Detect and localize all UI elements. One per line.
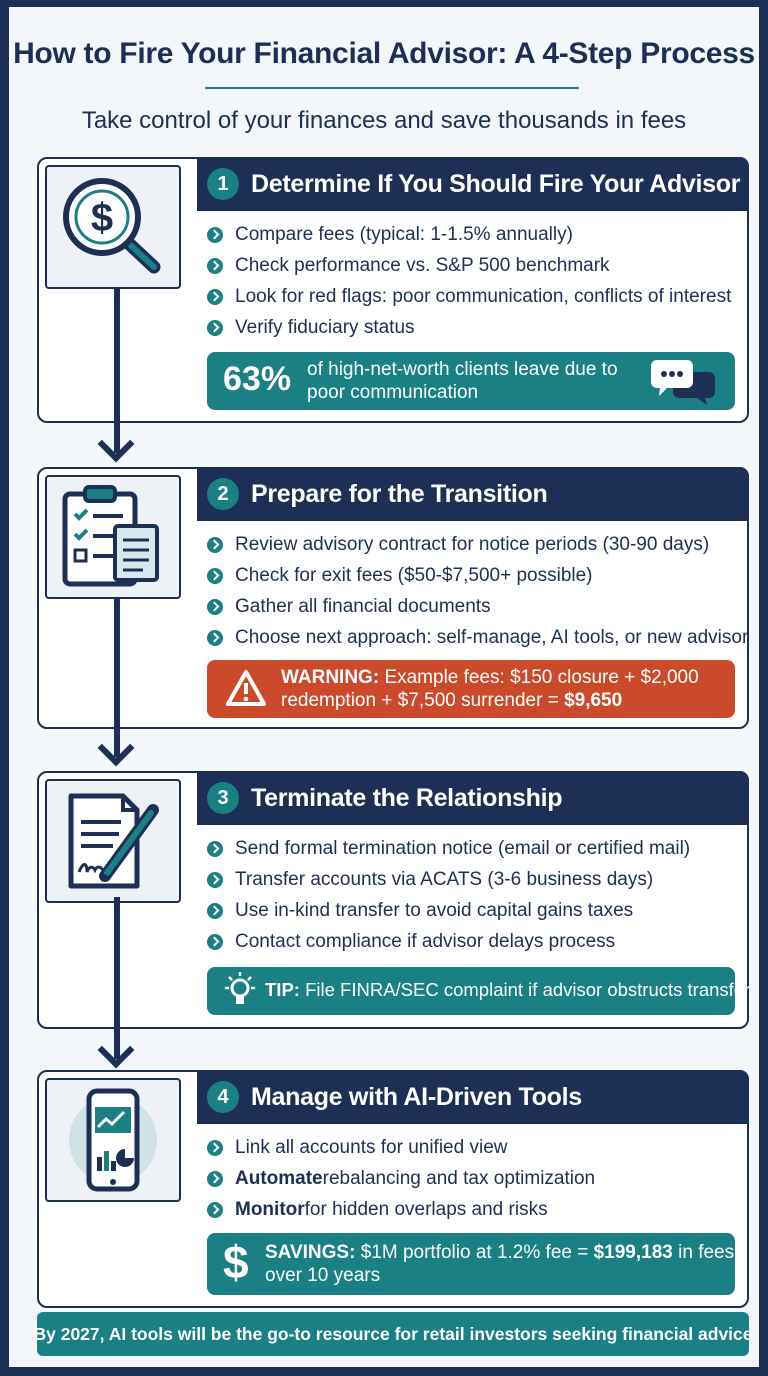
list-item: Send formal termination notice (email or…	[207, 833, 690, 864]
list-item: Monitor for hidden overlaps and risks	[207, 1194, 595, 1225]
list-item: Check performance vs. S&P 500 benchmark	[207, 250, 731, 281]
step-2-card: 2 Prepare for the Transition Review advi…	[37, 467, 749, 729]
infographic-page: How to Fire Your Financial Advisor: A 4-…	[6, 4, 762, 1370]
check-bullet-icon	[207, 933, 223, 950]
step-3-bullets: Send formal termination notice (email or…	[207, 833, 690, 957]
dollar-sign-icon: $	[223, 1236, 249, 1288]
list-item: Compare fees (typical: 1-1.5% annually)	[207, 219, 731, 250]
step-title: Prepare for the Transition	[251, 479, 548, 508]
chat-bubbles-icon	[651, 360, 715, 405]
check-bullet-icon	[207, 598, 223, 615]
stat-value: 63%	[223, 360, 292, 398]
step-2-bullets: Review advisory contract for notice peri…	[207, 529, 748, 653]
stat-text: of high-net-worth clients leave due to p…	[307, 359, 618, 403]
step-3-card: 3 Terminate the Relationship Send formal…	[37, 771, 750, 1029]
step-number: 2	[207, 478, 239, 510]
check-bullet-icon	[207, 629, 223, 646]
step-title: Terminate the Relationship	[251, 783, 563, 812]
clipboard-checklist-icon	[45, 475, 181, 599]
page-title: How to Fire Your Financial Advisor: A 4-…	[13, 37, 755, 70]
list-item: Gather all financial documents	[207, 591, 748, 622]
svg-text:$: $	[91, 196, 113, 240]
check-bullet-icon	[207, 840, 223, 857]
list-item: Review advisory contract for notice peri…	[207, 529, 748, 560]
check-bullet-icon	[207, 319, 223, 336]
flow-arrow-icon	[114, 289, 120, 453]
check-bullet-icon	[207, 1139, 223, 1156]
flow-arrow-icon	[114, 597, 120, 757]
step-number: 4	[207, 1081, 239, 1113]
check-bullet-icon	[207, 902, 223, 919]
dollar-magnifier-icon: $	[45, 165, 181, 289]
savings-callout: $ SAVINGS: $1M portfolio at 1.2% fee = $…	[207, 1233, 735, 1295]
list-item: Automate rebalancing and tax optimizatio…	[207, 1163, 595, 1194]
step-4-card: 4 Manage with AI-Driven Tools Link all a…	[37, 1070, 749, 1308]
savings-text: SAVINGS: $1M portfolio at 1.2% fee = $19…	[265, 1242, 735, 1286]
check-bullet-icon	[207, 536, 223, 553]
check-bullet-icon	[207, 1170, 223, 1187]
check-bullet-icon	[207, 288, 223, 305]
tip-text: TIP: File FINRA/SEC complaint if advisor…	[265, 979, 751, 1000]
step-4-bullets: Link all accounts for unified view Autom…	[207, 1132, 595, 1225]
step-number: 1	[207, 168, 239, 200]
step-2-header: 2 Prepare for the Transition	[197, 467, 749, 521]
stat-callout: 63% of high-net-worth clients leave due …	[207, 352, 735, 410]
list-item: Look for red flags: poor communication, …	[207, 281, 731, 312]
page-subtitle: Take control of your finances and save t…	[81, 107, 687, 134]
lightbulb-icon	[225, 972, 255, 1004]
check-bullet-icon	[207, 1201, 223, 1218]
step-1-card: $ 1 Determine If You Should Fire Your Ad…	[37, 157, 749, 423]
list-item: Choose next approach: self-manage, AI to…	[207, 622, 748, 653]
list-item: Transfer accounts via ACATS (3-6 busines…	[207, 864, 690, 895]
check-bullet-icon	[207, 567, 223, 584]
list-item: Link all accounts for unified view	[207, 1132, 595, 1163]
tip-callout: TIP: File FINRA/SEC complaint if advisor…	[207, 967, 750, 1015]
warning-triangle-icon	[226, 670, 266, 706]
step-4-header: 4 Manage with AI-Driven Tools	[197, 1070, 749, 1124]
step-1-header: 1 Determine If You Should Fire Your Advi…	[197, 157, 749, 211]
step-number: 3	[207, 782, 239, 814]
step-1-bullets: Compare fees (typical: 1-1.5% annually) …	[207, 219, 731, 343]
list-item: Contact compliance if advisor delays pro…	[207, 926, 690, 957]
phone-dashboard-icon	[45, 1078, 181, 1202]
step-title: Determine If You Should Fire Your Adviso…	[251, 169, 741, 198]
check-bullet-icon	[207, 871, 223, 888]
title-divider	[205, 87, 579, 89]
footer-banner: By 2027, AI tools will be the go-to reso…	[33, 1312, 753, 1356]
check-bullet-icon	[207, 226, 223, 243]
list-item: Check for exit fees ($50-$7,500+ possibl…	[207, 560, 748, 591]
flow-arrow-icon	[114, 897, 120, 1059]
list-item: Verify fiduciary status	[207, 312, 731, 343]
step-3-header: 3 Terminate the Relationship	[197, 771, 749, 825]
warning-text: WARNING: Example fees: $150 closure + $2…	[281, 667, 699, 711]
signed-document-pen-icon	[45, 779, 181, 903]
warning-callout: WARNING: Example fees: $150 closure + $2…	[207, 660, 735, 718]
list-item: Use in-kind transfer to avoid capital ga…	[207, 895, 690, 926]
step-title: Manage with AI-Driven Tools	[251, 1082, 582, 1111]
check-bullet-icon	[207, 257, 223, 274]
